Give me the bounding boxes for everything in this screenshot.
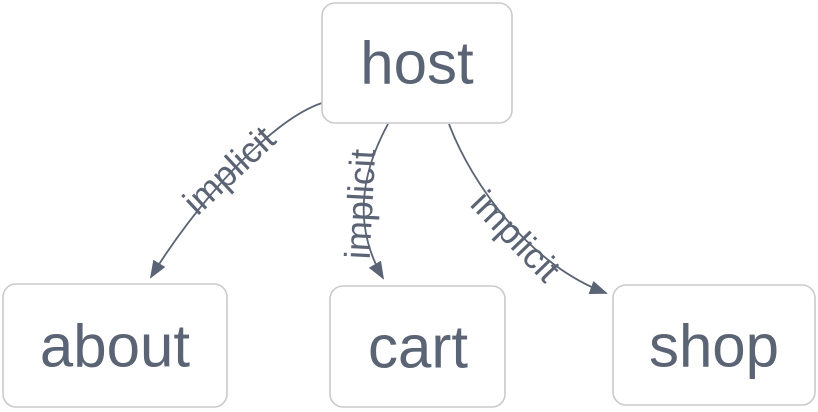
node-about[interactable]: about (2, 283, 228, 408)
node-shop[interactable]: shop (612, 284, 816, 406)
node-shop-box[interactable] (612, 284, 816, 406)
node-host[interactable]: host (321, 2, 513, 124)
node-host-box[interactable] (321, 2, 513, 124)
edge-host-cart (362, 123, 389, 280)
node-cart[interactable]: cart (329, 285, 506, 408)
node-cart-label: cart (368, 314, 468, 381)
edge-host-shop (448, 123, 608, 295)
edge-host-about (149, 102, 323, 279)
edge-group: implicit implicit implicit (149, 102, 608, 295)
edge-label-host-cart: implicit (337, 148, 384, 260)
node-about-box[interactable] (2, 283, 228, 408)
node-shop-label: shop (649, 313, 779, 380)
node-about-label: about (40, 313, 190, 380)
node-host-label: host (360, 30, 474, 97)
edge-label-host-shop: implicit (463, 182, 569, 290)
node-cart-box[interactable] (329, 285, 506, 408)
edge-label-host-about: implicit (175, 117, 283, 222)
